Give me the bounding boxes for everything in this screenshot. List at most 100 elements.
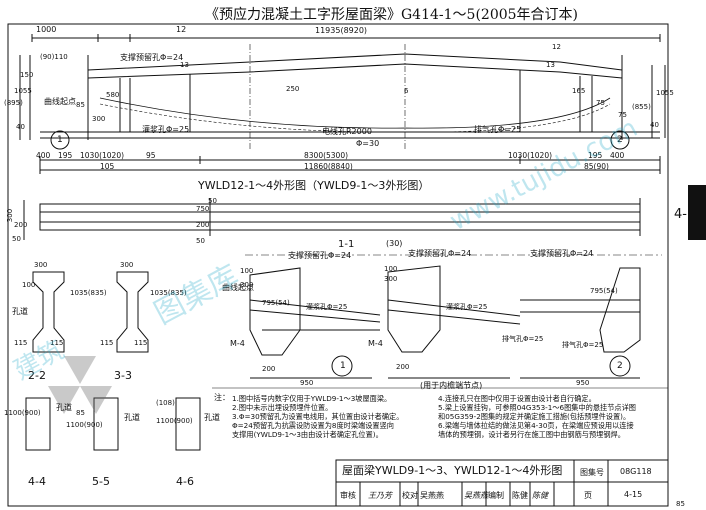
s22-dim-1: 300 [34, 261, 48, 269]
sec11-dim-1: 100 [240, 267, 254, 275]
dim-right-3: 40 [650, 121, 659, 129]
s33-dim-4: 1035(835) [150, 289, 187, 297]
sec11-circle-2: 2 [617, 361, 623, 371]
dim-bot-3: 1030(1020) [80, 151, 125, 160]
dim-bot-11: 85(90) [584, 162, 609, 171]
dim-bot-10: 11860(8840) [304, 162, 353, 171]
section-mark-1: 1 [57, 135, 63, 145]
dim-left-2: 150 [20, 71, 34, 79]
note-right-1: 4.连接孔只在图中仅用于设置由设计者自行确定。 [438, 394, 596, 403]
label-curve-start: 曲线起点 [44, 97, 76, 106]
dim-bot-5: 8300(5300) [304, 151, 349, 160]
sec11-support-2: 支撑预留孔Φ=24 [408, 249, 472, 258]
page-label: 页 [584, 491, 592, 500]
sec11-dim-3: 795(54) [262, 299, 290, 307]
sec11-note: (用于内檐端节点) [420, 381, 483, 390]
note-left-4: Φ=24预留孔为抗震设防设置为8度时梁端设置竖向 [232, 421, 394, 430]
label-grout-hole: 灌浆孔Φ=25 [142, 125, 190, 134]
dim-bot-7: 195 [588, 151, 603, 160]
page-number: 4-15 [624, 490, 643, 499]
dim-left-7: 300 [92, 115, 106, 123]
s22-dim-6: 115 [50, 339, 64, 347]
dim-right-2: 1055 [656, 89, 674, 97]
plan-dim-5: 200 [196, 221, 210, 229]
draw-signature: 陈健 [532, 491, 548, 500]
s33-dim-1: 300 [120, 261, 134, 269]
plan-dim-7: 50 [208, 197, 217, 205]
mid-dim-2: 250 [286, 85, 300, 93]
s33-dim-5: 115 [100, 339, 114, 347]
dim-left-8: 85 [76, 101, 85, 109]
atlas-label: 图集号 [580, 468, 604, 477]
sec11-support-1: 支撑预留孔Φ=24 [288, 251, 352, 260]
s66-label: 4-6 [176, 475, 194, 488]
mid-dim-5: 165 [572, 87, 586, 95]
s44-label: 4-4 [28, 475, 46, 488]
dim-bot-6: 1030(1020) [508, 151, 553, 160]
s66-dim-2: (108) [156, 399, 175, 407]
s44-dim-1: 1100(900) [4, 409, 41, 417]
plan-dim-6: 750 [196, 205, 210, 213]
s55-hole: 孔道 [124, 413, 140, 422]
corner-number: 85 [676, 500, 685, 508]
plan-title: YWLD12-1～4外形图（YWLD9-1～3外形图） [198, 179, 430, 192]
sec11-vent-1: 排气孔Φ=25 [502, 335, 544, 343]
s55-dim-4: 1100(900) [66, 421, 103, 429]
mid-dim-7: 75 [618, 111, 627, 119]
dim-left-5: 40 [16, 123, 25, 131]
sec11-grout-2: 灌浆孔Φ=25 [446, 303, 488, 311]
note-right-3: 和05G359-2图集的规定并确定施工措施(包括预埋件设置)。 [438, 412, 631, 421]
review-label: 审核 [340, 491, 356, 500]
s33-dim-6: 115 [134, 339, 148, 347]
label-vent-hole: 排气孔Φ=25 [474, 125, 522, 134]
dim-top-2: 12 [176, 25, 187, 34]
label-cable-hole: 电线孔R2000 [322, 127, 372, 136]
note-left-5: 支撑用(YWLD9-1～3由由设计者确定孔位置)。 [232, 430, 383, 439]
s66-dim-4: 1100(900) [156, 417, 193, 425]
review-name: 王乃芳 [368, 491, 392, 500]
s22-label: 2-2 [28, 369, 46, 382]
dim-bot-1: 400 [36, 151, 51, 160]
s22-dim-5: 115 [14, 339, 28, 347]
mid-dim-6: 75 [596, 99, 605, 107]
sec11-curve-start: 曲线起点 [222, 283, 254, 292]
sec11-dim-5: 950 [300, 379, 314, 387]
plan-dim-3: 200 [14, 221, 28, 229]
label-phi30: Φ=30 [356, 139, 380, 148]
dim-left-3: (895) [4, 99, 23, 107]
mid-dim-1: 13 [180, 61, 189, 69]
mid-dim-3: 13 [546, 61, 555, 69]
dim-bot-4: 95 [146, 151, 156, 160]
note-right-2: 5.梁上设置挂钩，可参照04G353-1～6图集中的悬挂节点详图 [438, 403, 636, 412]
label-support-hole: 支撑预留孔Φ=24 [120, 53, 184, 62]
dim-top-3: 11935(8920) [315, 26, 368, 35]
s22-dim-2: 100 [22, 281, 36, 289]
s55-label: 5-5 [92, 475, 110, 488]
sec11-grout-1: 灌浆孔Φ=25 [306, 303, 348, 311]
dim-left-4: 1055 [14, 87, 32, 95]
sec11-dim-10: 950 [576, 379, 590, 387]
atlas-number: 08G118 [620, 467, 652, 476]
dim-bot-9: 105 [100, 162, 115, 171]
dim-bot-8: 400 [610, 151, 625, 160]
s55-dim-2: 85 [76, 409, 85, 417]
note-left-3: 3.Φ=30预留孔为设置电线用，其位置由设计者确定。 [232, 412, 404, 421]
title-block-title: 屋面梁YWLD9-1～3、YWLD12-1～4外形图 [342, 464, 563, 477]
plan-dim-4: 50 [196, 237, 205, 245]
check-signature: 吴燕燕 [464, 491, 488, 500]
note-right-4: 6.梁端与墙体拉结的做法见第4-30页，在梁端应预设用以连接 [438, 421, 634, 430]
side-tab-marker [688, 185, 706, 240]
sec11-m4-2: M-4 [368, 339, 383, 348]
section-11-sub: (30) [386, 239, 403, 248]
dim-bot-2: 195 [58, 151, 73, 160]
mid-dim-8: 6 [404, 87, 409, 95]
document-title: 《预应力混凝土工字形屋面梁》G414-1～5(2005年合订本) [205, 7, 579, 23]
section-mark-2: 2 [617, 135, 623, 145]
note-left-2: 2.图中未示出埋设预埋件位置。 [232, 403, 333, 412]
section-11-title: 1-1 [338, 239, 355, 250]
sec11-m4-1: M-4 [230, 339, 245, 348]
sec11-vent-2: 排气孔Φ=25 [562, 341, 604, 349]
s22-hole: 孔道 [12, 307, 28, 316]
sec11-dim-7: 100 [384, 265, 398, 273]
